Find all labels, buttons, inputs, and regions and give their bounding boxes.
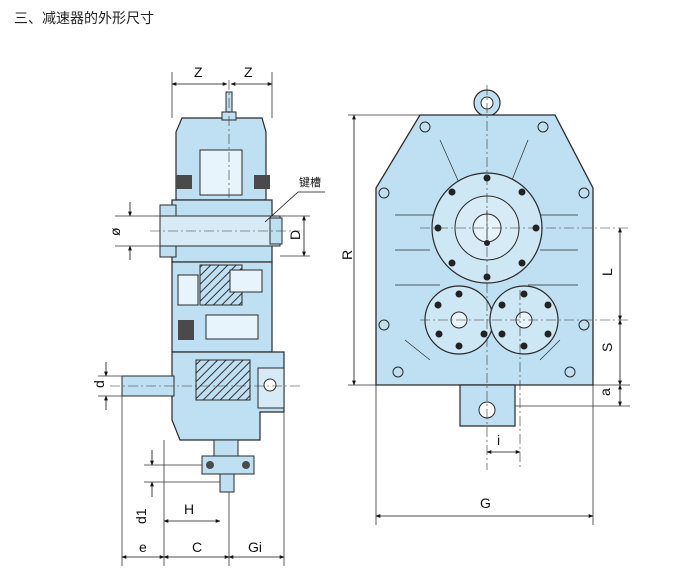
label-Gi: Gi <box>248 539 262 555</box>
side-view: Z Z ø 键槽 D d d1 H <box>91 64 325 566</box>
label-d1: d1 <box>133 508 149 524</box>
label-H: H <box>184 501 194 517</box>
label-e: e <box>139 539 147 555</box>
label-i: i <box>497 432 500 448</box>
label-phi: ø <box>107 227 123 236</box>
label-G: G <box>480 495 491 511</box>
label-C: C <box>192 539 202 555</box>
front-view: R L S a i G <box>339 85 630 525</box>
label-D: D <box>287 230 303 240</box>
label-keyway: 键槽 <box>299 175 321 189</box>
label-z-right: Z <box>244 64 253 80</box>
label-d: d <box>91 380 107 388</box>
page-heading: 三、减速器的外形尺寸 <box>14 11 154 27</box>
label-R: R <box>339 250 355 260</box>
label-a: a <box>597 388 613 396</box>
label-z-left: Z <box>194 64 203 80</box>
label-S: S <box>599 343 615 352</box>
label-L: L <box>599 268 615 276</box>
